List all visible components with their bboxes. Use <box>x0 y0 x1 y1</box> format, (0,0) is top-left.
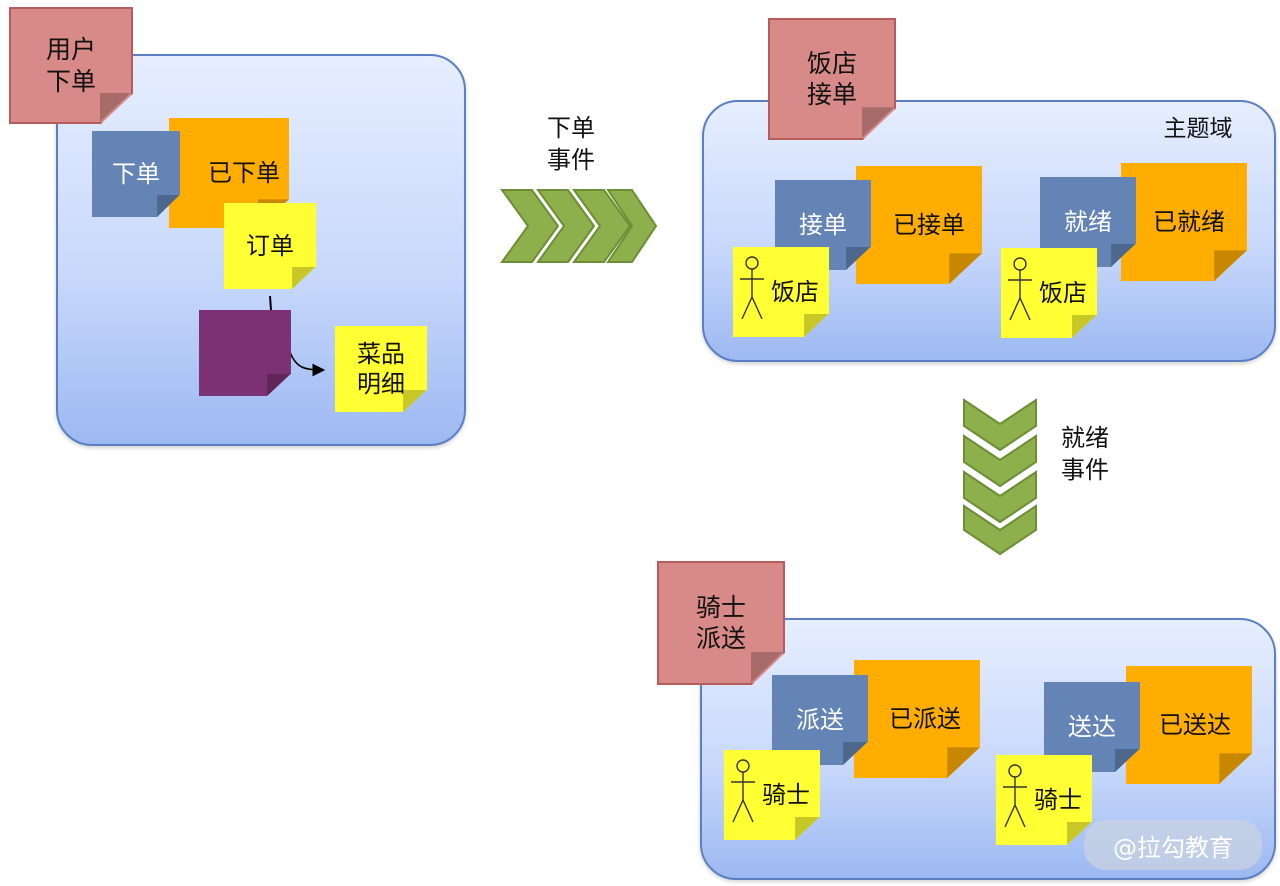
event-delivered-label: 已送达 <box>1159 711 1231 739</box>
watermark: @拉勾教育 <box>1084 820 1262 870</box>
ready-event-label: 就绪 事件 <box>1061 424 1109 485</box>
event-delivered: 已送达 <box>1126 666 1252 784</box>
event-ready: 已就绪 <box>1121 163 1247 281</box>
command-deliver-label: 送达 <box>1068 713 1116 741</box>
aggregate-user-order-label: 用户 下单 <box>45 35 96 96</box>
aggregate-user-order: 用户 下单 <box>9 7 133 124</box>
ready-event-flow-arrow <box>963 398 1037 556</box>
event-accepted-label: 已接单 <box>893 211 965 239</box>
actor-restaurant-1-label: 饭店 <box>771 278 819 306</box>
entity-order: 订单 <box>224 203 316 289</box>
actor-rider-1-label: 骑士 <box>762 781 810 809</box>
command-place-order: 下单 <box>92 131 180 217</box>
order-event-flow-arrow <box>500 189 658 263</box>
actor-restaurant-1: 饭店 <box>733 247 829 337</box>
restaurant-domain-label: 主题域 <box>1163 116 1233 142</box>
order-event-label: 下单 事件 <box>547 114 595 175</box>
command-dispatch-label: 派送 <box>796 706 844 734</box>
command-place-order-label: 下单 <box>112 160 160 188</box>
event-ready-label: 已就绪 <box>1153 208 1225 236</box>
command-ready-label: 就绪 <box>1064 208 1112 236</box>
entity-order-label: 订单 <box>246 232 294 260</box>
person-icon <box>740 256 764 320</box>
person-icon <box>1003 764 1027 828</box>
aggregate-rider-delivery-label: 骑士 派送 <box>695 592 746 653</box>
event-dispatched: 已派送 <box>854 660 980 778</box>
entity-dish-detail-label: 菜品 明细 <box>357 340 405 398</box>
value-object-purple <box>199 310 291 396</box>
person-icon <box>731 759 755 823</box>
event-accepted: 已接单 <box>856 166 982 284</box>
actor-restaurant-2-label: 饭店 <box>1039 279 1087 307</box>
entity-dish-detail: 菜品 明细 <box>335 326 427 412</box>
command-accept-label: 接单 <box>799 211 847 239</box>
aggregate-restaurant-accept-label: 饭店 接单 <box>806 48 857 109</box>
actor-rider-1: 骑士 <box>724 750 820 840</box>
person-icon <box>1008 257 1032 321</box>
actor-rider-2-label: 骑士 <box>1034 786 1082 814</box>
actor-rider-2: 骑士 <box>996 755 1092 845</box>
aggregate-restaurant-accept: 饭店 接单 <box>768 18 896 140</box>
aggregate-rider-delivery: 骑士 派送 <box>657 561 785 685</box>
event-order-placed-label: 已下单 <box>208 159 280 187</box>
actor-restaurant-2: 饭店 <box>1001 248 1097 338</box>
event-dispatched-label: 已派送 <box>889 705 961 733</box>
